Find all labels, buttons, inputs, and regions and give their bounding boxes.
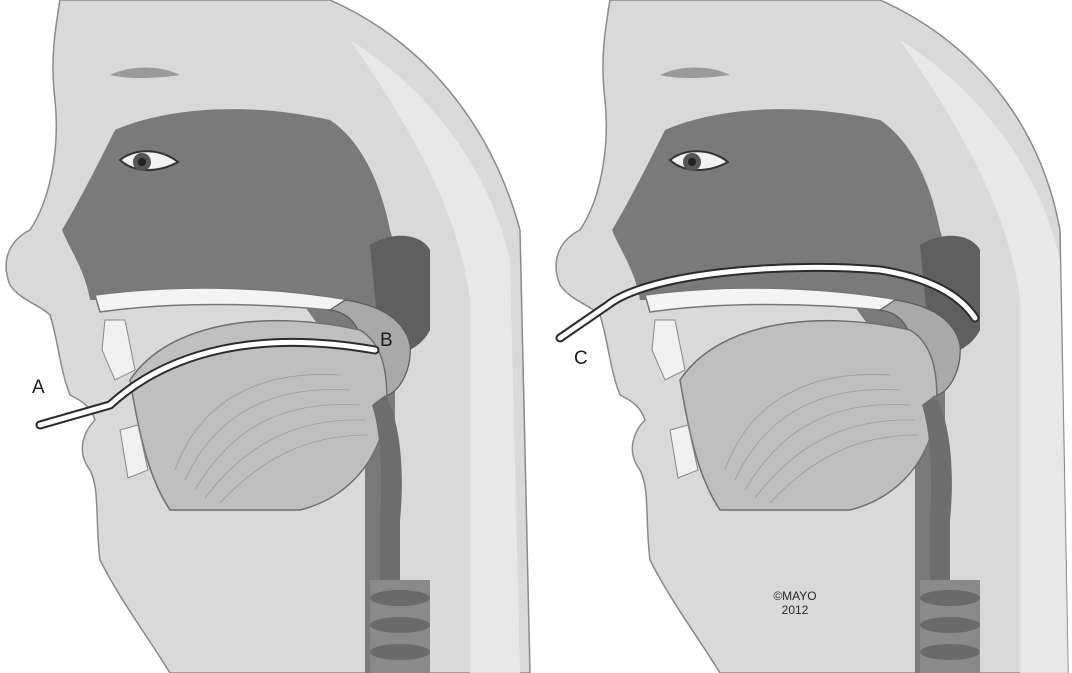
label-a: A	[32, 377, 45, 398]
right-head-panel: C ©MAYO 2012	[556, 0, 1068, 673]
right-trachea	[920, 580, 980, 673]
left-trachea	[370, 580, 430, 673]
right-tongue	[680, 321, 937, 510]
label-c: C	[574, 348, 588, 369]
copyright-line1: ©MAYO	[773, 589, 816, 603]
left-head-panel: A B	[6, 0, 530, 673]
copyright-line2: 2012	[782, 603, 809, 617]
label-b: B	[380, 330, 393, 351]
